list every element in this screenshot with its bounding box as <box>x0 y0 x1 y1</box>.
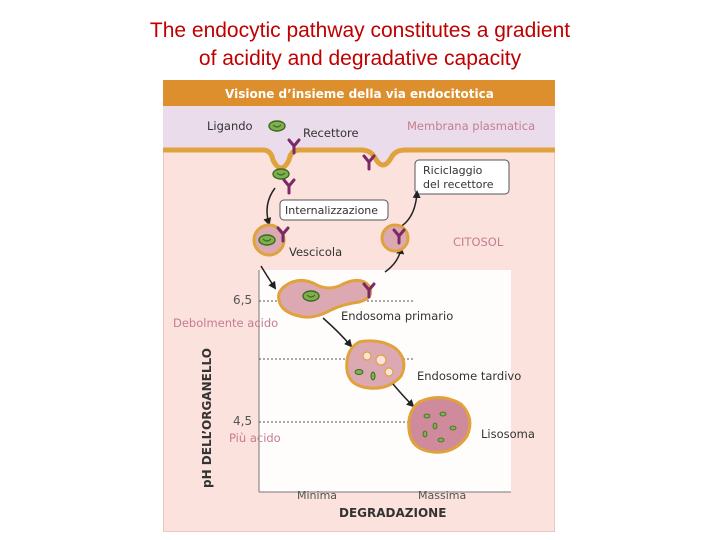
ligand-fragment-icon <box>354 369 364 375</box>
arrow-to-vesicle <box>263 187 276 226</box>
early-endosome <box>277 279 373 319</box>
ligand-fragment-icon <box>423 413 431 419</box>
x-axis-title: DEGRADAZIONE <box>339 506 446 520</box>
arrow-to-early-endosome <box>260 265 277 290</box>
plasma-membrane-label: Membrana plasmatica <box>407 119 535 133</box>
late-endosome-inner-vesicle <box>362 351 372 361</box>
ligand-fragment-icon <box>449 425 457 431</box>
vesicle-label: Vescicola <box>289 245 342 259</box>
arrow-to-late-endosome <box>322 317 353 348</box>
early-endosome-label: Endosoma primario <box>341 309 453 323</box>
late-endosome-label: Endosome tardivo <box>417 369 521 383</box>
lysosome-label: Lisosoma <box>481 427 535 441</box>
late-endosome-inner-vesicle <box>375 354 387 366</box>
figure-header: Visione d’insieme della via endocitotica <box>225 87 494 101</box>
y-tick-weak-acid-label: Debolmente acido <box>173 316 278 330</box>
internalization-box <box>279 199 389 221</box>
y-tick-more-acid-label: Più acido <box>229 431 281 445</box>
y-tick-4-5: 4,5 <box>233 414 252 428</box>
slide-title-line-1: The endocytic pathway constitutes a grad… <box>149 19 571 42</box>
recycling-box <box>414 159 510 195</box>
cytosol-label: CITOSOL <box>453 235 504 249</box>
late-endosome <box>345 339 406 390</box>
ligand-fragment-icon <box>422 430 428 438</box>
lysosome <box>407 396 472 454</box>
recycling-label-line1: Riciclaggio <box>423 164 483 177</box>
ligand-fragment-icon <box>437 437 445 443</box>
slide-title-line-2: of acidity and degradative capacity <box>198 47 522 70</box>
internalization-label: Internalizzazione <box>285 204 378 217</box>
ligand-in-early-endosome-icon <box>302 290 320 302</box>
ligand-fragment-icon <box>439 411 447 417</box>
ligand-in-vesicle-icon <box>258 234 276 246</box>
x-min-label: Minima <box>297 489 337 502</box>
ligand-in-pit-icon <box>272 168 290 180</box>
y-axis-title: pH DELL’ORGANELLO <box>200 348 214 488</box>
ligand-label: Ligando <box>207 119 253 133</box>
ligand-fragment-icon <box>370 371 376 381</box>
x-max-label: Massima <box>418 489 466 502</box>
ligand-icon <box>268 120 286 132</box>
plasma-membrane-line <box>163 147 555 171</box>
receptor-label: Recettore <box>303 126 359 140</box>
endocytic-pathway-figure: Visione d’insieme della via endocitotica… <box>163 80 555 532</box>
ligand-fragment-icon <box>432 422 438 430</box>
y-tick-6-5: 6,5 <box>233 293 252 307</box>
figure-header-bar <box>163 80 555 106</box>
late-endosome-inner-vesicle <box>384 367 394 377</box>
plasma-membrane-zone <box>163 106 555 168</box>
arrow-to-lysosome <box>392 383 415 408</box>
recycling-label-line2: del recettore <box>423 178 494 191</box>
